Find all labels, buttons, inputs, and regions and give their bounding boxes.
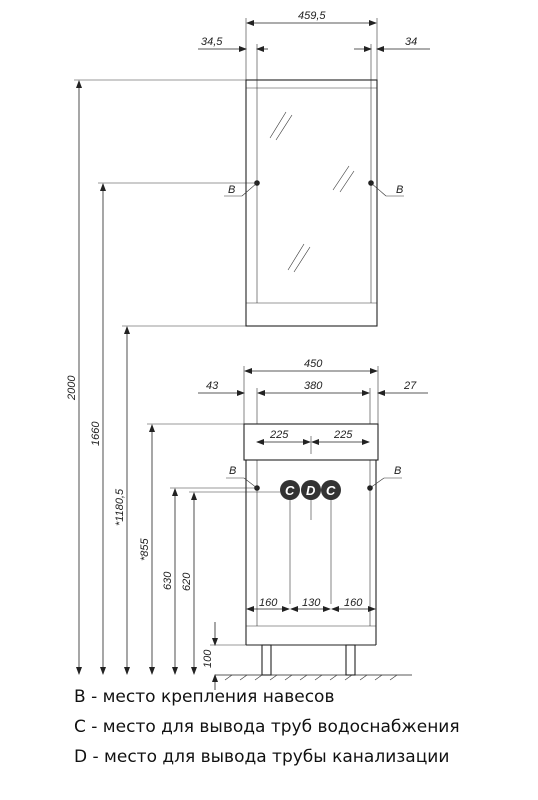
height-legs-label: 100 (202, 649, 214, 668)
height-total-label: 2000 (66, 375, 78, 401)
pipe-c1-label: C (285, 483, 295, 498)
mirror-left-offset-label: 34,5 (201, 36, 223, 48)
cabinet-bottom-left-label: 160 (259, 597, 278, 609)
height-cabinet-top-label: *855 (139, 537, 151, 561)
cabinet-top-dimensions: 450 380 43 27 225 225 (198, 358, 428, 454)
cabinet-half-right-label: 225 (333, 429, 353, 441)
legend-item-c-text: C - место для вывода труб водоснабжения (74, 717, 460, 737)
mirror-mount-left-label: B (228, 184, 235, 196)
vertical-dimensions: 2000 1660 *1180,5 *855 630 620 100 (66, 79, 280, 690)
height-mirror-mount-label: 1660 (90, 421, 102, 446)
cabinet-right-offset-label: 27 (403, 380, 417, 392)
pipe-bubble-c2: C (321, 480, 341, 500)
pipe-d-label: D (306, 483, 316, 498)
cabinet: B B C D C (215, 423, 412, 681)
cabinet-leg-right (345, 644, 356, 676)
floor-hatch-icon (224, 674, 398, 681)
legend-item-b-text: B - место крепления навесов (74, 687, 335, 707)
cabinet-countertop (243, 423, 379, 461)
cabinet-mount-right-label: B (394, 465, 401, 477)
pipe-bubble-d: D (301, 480, 321, 500)
legend-item-c: C - место для вывода труб водоснабжения (74, 717, 460, 737)
mirror-width-label: 459,5 (298, 10, 326, 22)
cabinet-width-label: 450 (304, 358, 323, 370)
cabinet-half-left-label: 225 (269, 429, 289, 441)
cabinet-bottom-mid-label: 130 (302, 597, 321, 609)
cabinet-leg-left (261, 644, 272, 676)
height-pipes-label: 620 (181, 572, 193, 591)
legend-item-b: B - место крепления навесов (74, 687, 334, 707)
mirror-mount-right-label: B (396, 184, 403, 196)
pipe-c2-label: C (326, 483, 336, 498)
height-cabinet-mount-label: 630 (162, 571, 174, 590)
legend-item-d-text: D - место для вывода трубы канализации (74, 747, 450, 767)
pipe-bubble-c1: C (280, 480, 300, 500)
cabinet-mount-left-label: B (229, 465, 236, 477)
cabinet-bottom-right-label: 160 (344, 597, 363, 609)
height-mirror-bottom-label: *1180,5 (114, 488, 126, 526)
cabinet-bottom-dimensions: 160 130 160 (246, 597, 376, 612)
cabinet-inner-width-label: 380 (304, 380, 323, 392)
mirror-reflection-icon (269, 111, 355, 273)
legend-item-d: D - место для вывода трубы канализации (74, 747, 449, 767)
mirror-right-offset-label: 34 (405, 36, 417, 48)
mirror-frame (245, 79, 378, 327)
mirror-top-dimensions: 459,5 34,5 34 (198, 10, 430, 88)
mirror: B B (224, 79, 404, 327)
cabinet-left-offset-label: 43 (206, 380, 219, 392)
